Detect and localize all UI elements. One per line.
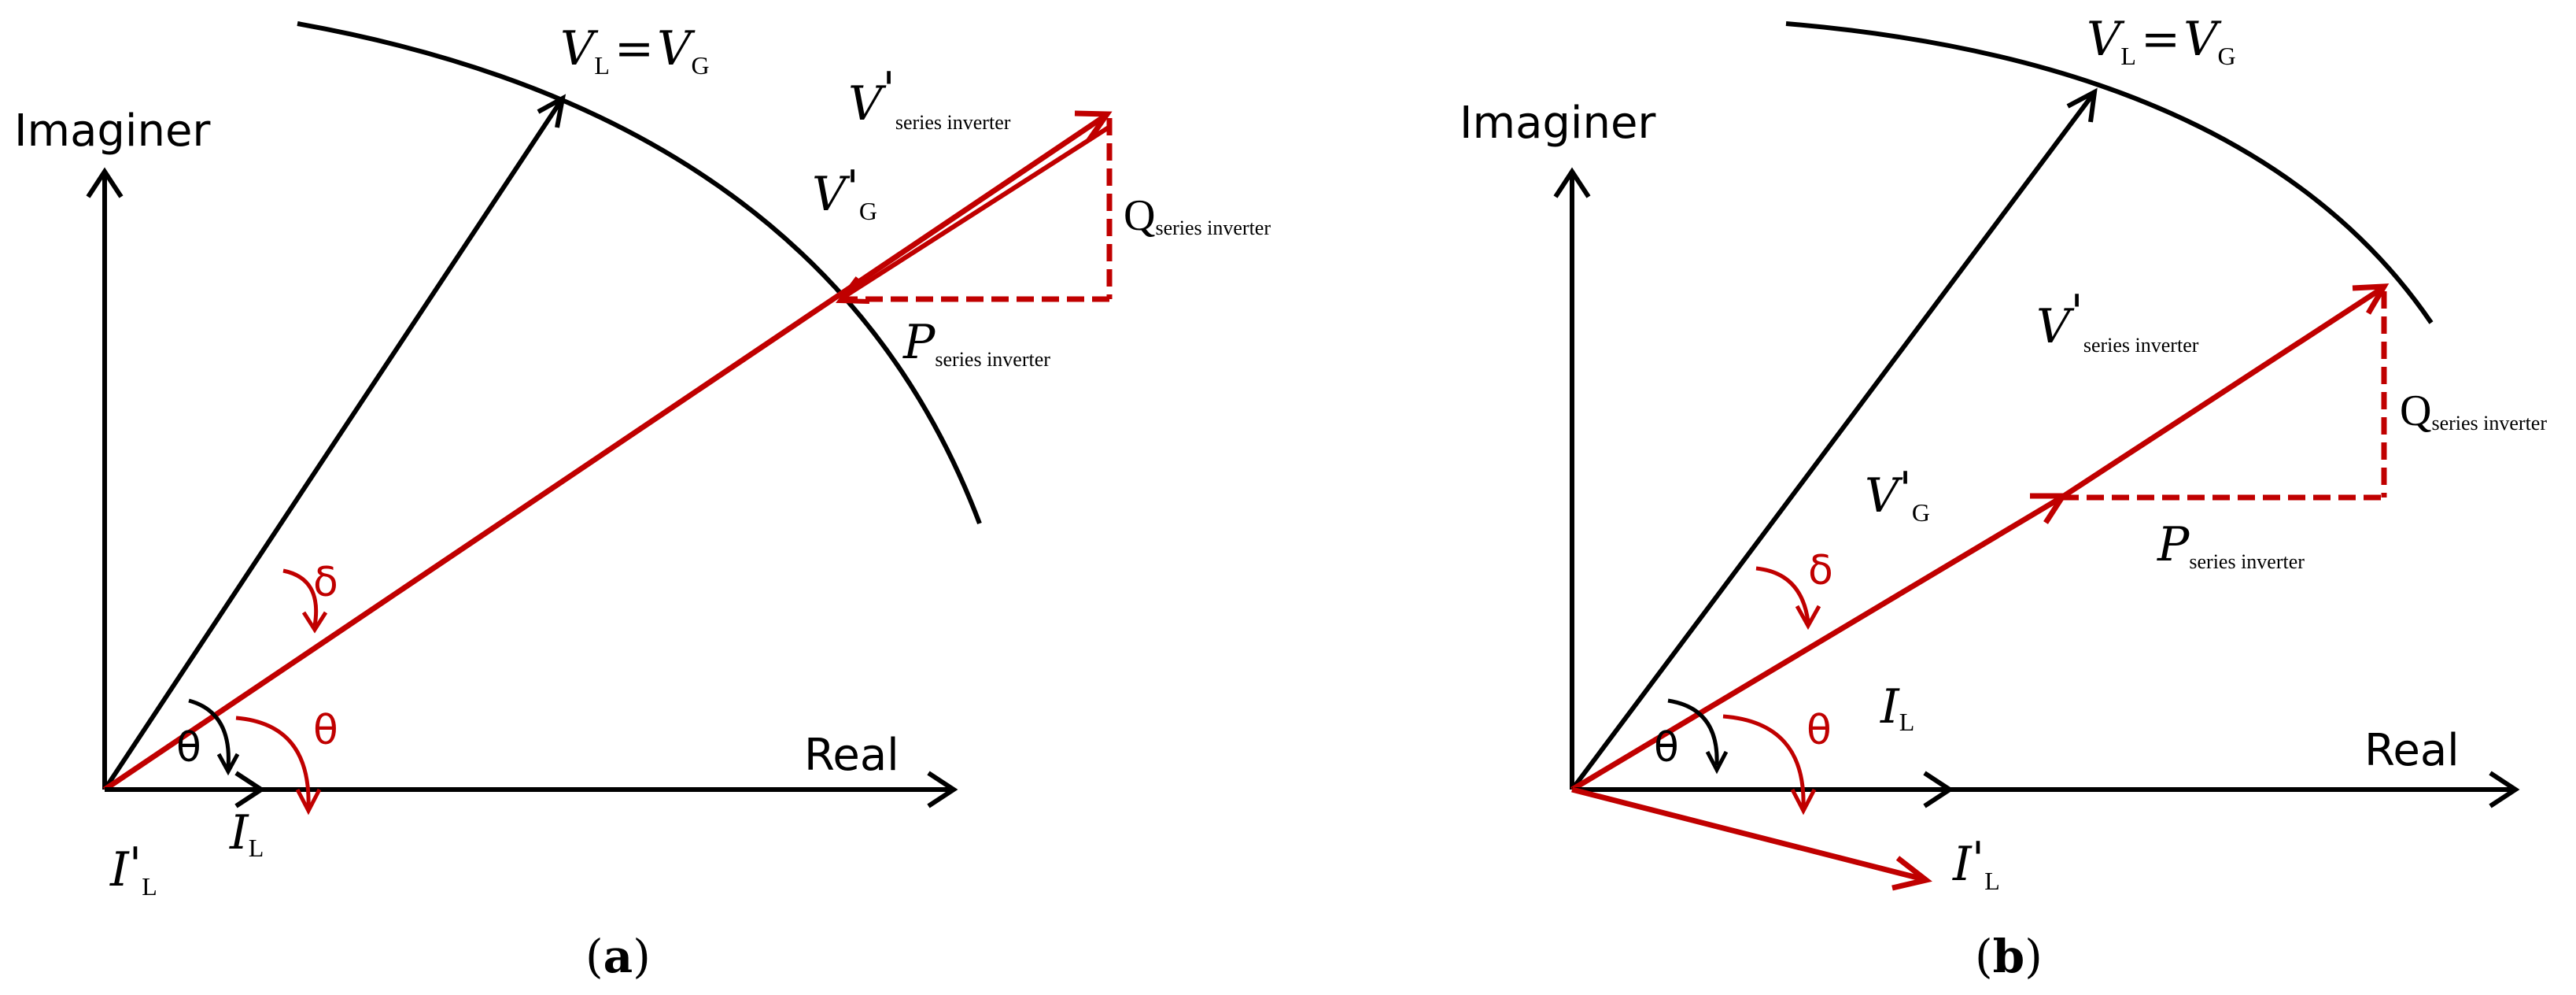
delta-arc-arrowhead [301,611,328,634]
caption-b: (b) [1975,930,2043,983]
imaginary-axis-arrowhead [1553,167,1591,198]
real-axis-arrowhead [2489,771,2520,808]
theta-black-arrowhead [216,753,240,776]
theta-black-arc [188,698,231,768]
theta-red-arrowhead [1790,788,1817,816]
imaginary-axis-arrowhead [86,167,124,198]
vl-vg-label: VL=VG [560,21,710,80]
vprime-series-vector [2060,286,2384,500]
caption-a: (a) [585,930,651,983]
axis-y-label: Imaginer [1460,98,1656,149]
i-l-arrowhead [234,771,266,808]
theta-red-arc [235,716,311,808]
i-prime-l-label: I'L [109,838,157,901]
vprime-series-label: V'series inverter [2036,285,2199,357]
i-prime-l-label: I'L [1952,832,2000,895]
i-prime-l-vector [1571,786,1925,882]
panel-a: Imaginer Real δ θ θ VL=VG [14,21,1271,983]
delta-arc [1755,566,1810,623]
theta-red-arrowhead [295,788,322,816]
theta-red-label: θ [313,707,338,754]
vl-vg-label: VL=VG [2087,12,2236,70]
voltage-locus-arc [297,21,982,525]
theta-black-label: θ [1654,724,1679,771]
theta-black-arc [1667,698,1719,766]
panel-b: Imaginer Real δ θ θ [1460,12,2547,983]
q-series-label: Qseries inverter [2400,387,2547,435]
i-l-label: IL [229,805,264,862]
p-series-label: Pseries inverter [902,315,1050,371]
vprime-series-arrowhead [2352,283,2390,315]
delta-arc [282,568,319,627]
q-series-label: Qseries inverter [1124,191,1271,240]
vprime-g-vector [103,113,1107,792]
i-prime-l-arrowhead [1891,856,1932,891]
delta-label: δ [1808,547,1833,594]
i-l-label: IL [1880,679,1914,736]
vprime-series-label: V'series inverter [848,62,1011,134]
theta-red-arc [1722,714,1806,808]
vl-vg-arrowhead [537,94,566,128]
theta-red-label: θ [1807,707,1832,754]
vl-vg-arrowhead [2066,87,2098,123]
vl-vg-vector [102,99,563,791]
vprime-g-label: V'G [1865,462,1930,527]
axis-x-label: Real [804,730,899,781]
axis-x-label: Real [2364,725,2460,776]
delta-label: δ [313,559,338,606]
i-l-arrowhead [1923,771,1954,808]
voltage-locus-arc [1785,21,2434,324]
vprime-g-vector [1570,494,2063,793]
theta-black-arrowhead [1705,750,1729,775]
p-series-label: Pseries inverter [2157,517,2305,573]
vprime-series-vector [839,124,1113,301]
vprime-g-label: V'G [812,161,877,225]
axis-y-label: Imaginer [14,105,211,157]
theta-black-label: θ [176,724,201,771]
delta-arc-arrowhead [1795,605,1821,631]
real-axis-arrowhead [927,771,958,808]
vl-vg-vector [1570,93,2095,791]
vprime-g-arrowhead [1074,110,1113,142]
